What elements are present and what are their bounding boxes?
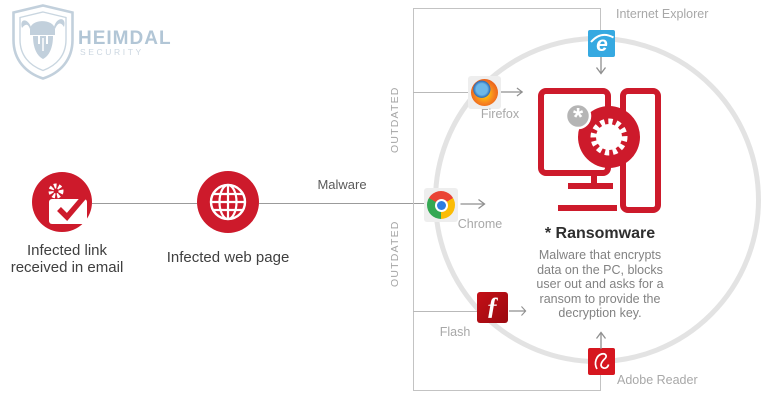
internet-explorer-icon: e <box>588 30 615 57</box>
brand-name: HEIMDAL <box>78 28 172 49</box>
infected-envelope-icon <box>48 183 87 224</box>
flash-label: Flash <box>439 325 471 339</box>
firefox-icon <box>468 76 501 109</box>
branch-to-flash <box>413 311 478 312</box>
brand-subtitle: SECURITY <box>80 47 144 57</box>
globe-icon <box>209 183 247 221</box>
arrow-down-ie-icon <box>595 57 607 75</box>
virus-sun-icon <box>590 118 628 156</box>
box-right-edge-to-ie <box>600 8 601 31</box>
box-top-edge <box>413 8 601 9</box>
arrow-right-chrome-icon <box>460 198 486 210</box>
arrow-right-flash-icon <box>509 305 527 317</box>
svg-text:*: * <box>573 102 584 132</box>
infected-webpage-label: Infected web page <box>166 249 290 266</box>
svg-text:e: e <box>596 33 608 56</box>
asterisk-badge-icon <box>564 102 592 130</box>
ransomware-title: * Ransomware <box>544 225 656 242</box>
outdated-label-bottom: OUTDATED <box>389 220 401 287</box>
infected-email-label: Infected link received in email <box>10 242 124 276</box>
ransomware-monitor-icon: * <box>538 88 661 213</box>
box-bottom-edge <box>413 390 601 391</box>
malware-label: Malware <box>317 177 367 192</box>
adobe-reader-label: Adobe Reader <box>617 373 698 387</box>
box-left-edge <box>413 8 414 390</box>
firefox-label: Firefox <box>480 107 520 121</box>
infected-email-node <box>32 172 92 232</box>
box-right-edge-to-adobe <box>600 374 601 390</box>
connector-web-to-chrome <box>259 203 425 204</box>
internet-explorer-label: Internet Explorer <box>616 7 709 21</box>
infected-webpage-node <box>197 171 259 233</box>
heimdal-shield-icon <box>12 4 74 80</box>
flash-icon: ƒ <box>477 292 508 323</box>
connector-email-to-web <box>92 203 197 204</box>
arrow-right-firefox-icon <box>501 87 524 97</box>
chrome-label: Chrome <box>457 217 503 231</box>
ransomware-description: Malware that encrypts data on the PC, bl… <box>536 248 664 321</box>
adobe-reader-icon <box>588 348 615 375</box>
arrow-up-adobe-icon <box>595 331 607 349</box>
branch-to-firefox <box>413 92 469 93</box>
outdated-label-top: OUTDATED <box>389 86 401 153</box>
chrome-icon <box>424 188 458 222</box>
